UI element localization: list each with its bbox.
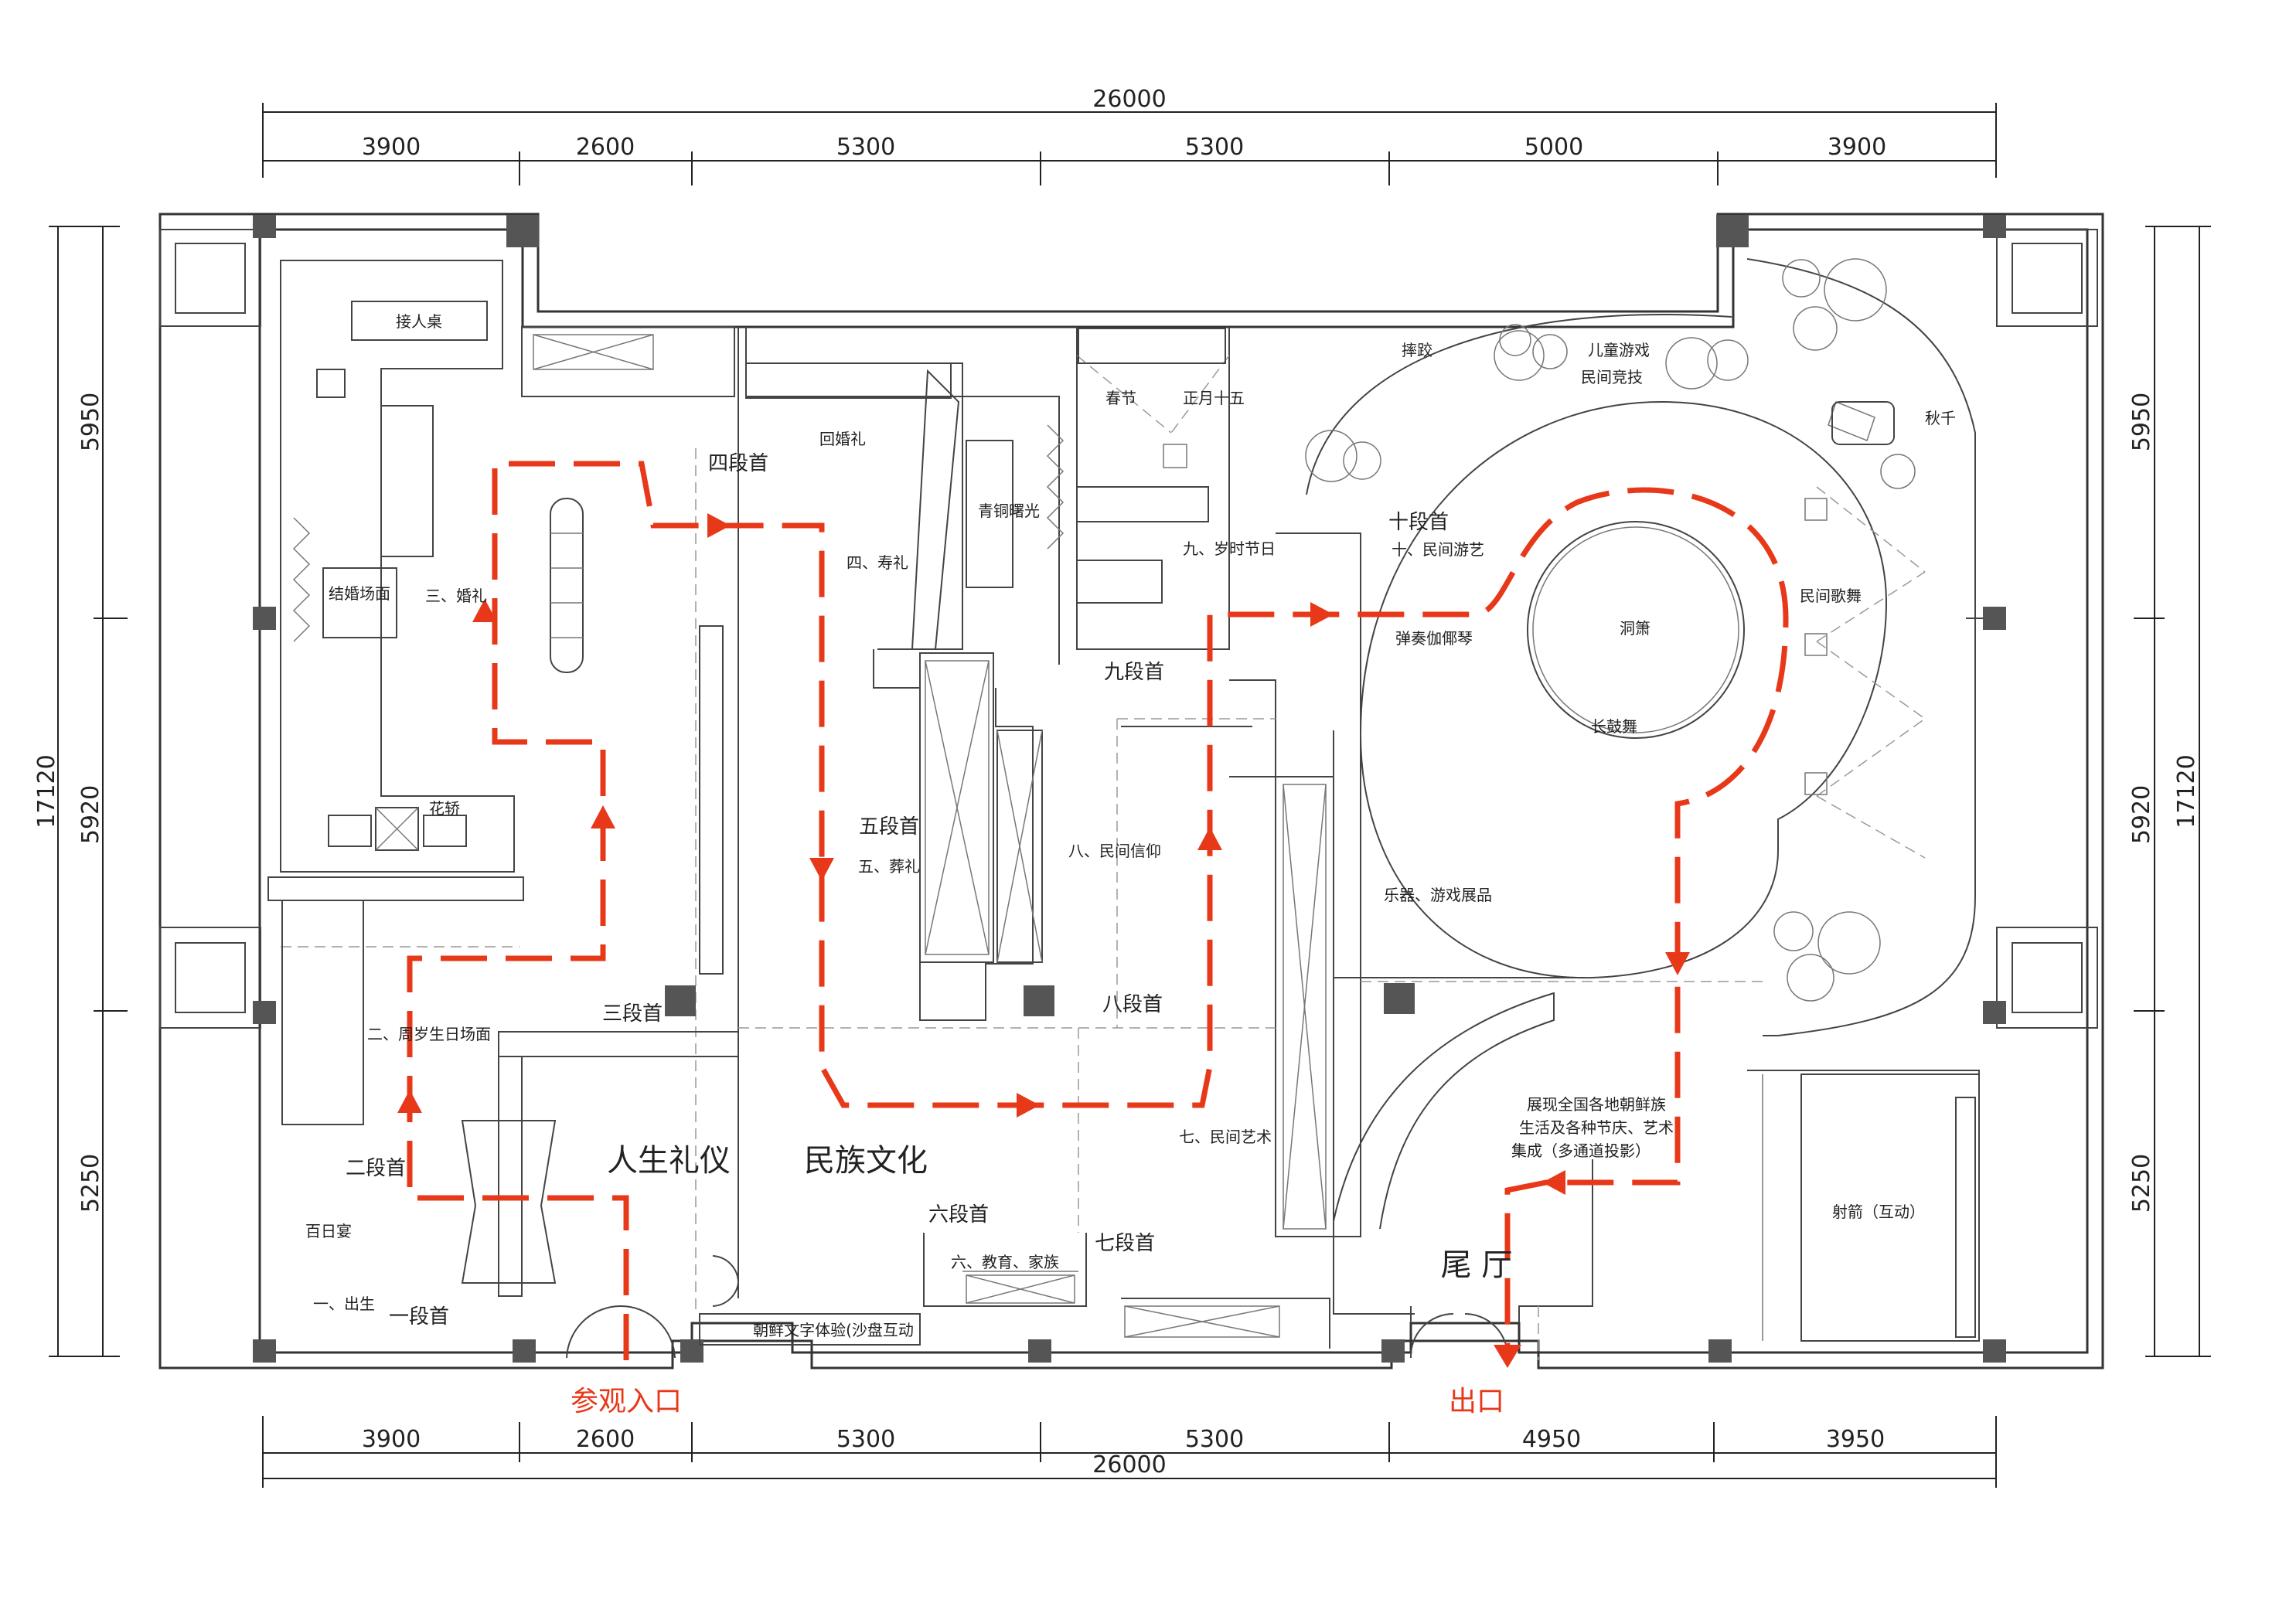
label-wedding: 三、婚礼 xyxy=(425,587,487,605)
section-7-label: 七段首 xyxy=(1095,1232,1155,1255)
section-3-label: 三段首 xyxy=(602,1002,663,1026)
dim-bottom-3: 5300 xyxy=(836,1426,895,1453)
section-2-label: 二段首 xyxy=(346,1157,406,1180)
label-swing: 秋千 xyxy=(1925,409,1956,427)
dim-top-1: 3900 xyxy=(362,134,421,161)
route-arrow-up-3 xyxy=(472,599,497,622)
label-birth: 一、出生 xyxy=(313,1295,375,1313)
visit-route xyxy=(397,461,1789,1368)
hall-life-label: 人生礼仪 xyxy=(607,1143,731,1179)
label-folk-art: 七、民间艺术 xyxy=(1179,1128,1272,1146)
dim-bottom-4: 5300 xyxy=(1185,1426,1244,1453)
label-folk-song: 民间歌舞 xyxy=(1800,587,1862,605)
route-arrow-right-3 xyxy=(1310,602,1334,627)
dimension-lines xyxy=(49,103,2211,1488)
route-arrow-up-2 xyxy=(591,805,615,829)
dim-bottom-total: 26000 xyxy=(1092,1451,1166,1478)
dim-left-1: 5950 xyxy=(77,393,104,451)
exhibit-labels: 一、出生 百日宴 二、周岁生日场面 三、婚礼 结婚场面 接人桌 花轿 回婚礼 四… xyxy=(305,312,1956,1339)
entrance-label: 参观入口 xyxy=(571,1386,682,1417)
label-education: 六、教育、家族 xyxy=(951,1253,1059,1271)
label-youth: 青铜曙光 xyxy=(978,502,1040,520)
interior-partitions xyxy=(280,258,1980,1360)
label-long-drum: 长鼓舞 xyxy=(1591,717,1637,736)
dim-right-total: 17120 xyxy=(2173,754,2200,828)
dim-right-1: 5950 xyxy=(2128,393,2155,451)
dim-left-3: 5250 xyxy=(77,1154,104,1213)
label-lantern: 正月十五 xyxy=(1183,389,1245,407)
label-wedding-scene: 结婚场面 xyxy=(329,584,390,603)
dim-top-2: 2600 xyxy=(576,134,635,161)
label-flower-sedan: 花轿 xyxy=(429,799,460,818)
dim-top-5: 5000 xyxy=(1524,134,1583,161)
dim-bottom-2: 2600 xyxy=(576,1426,635,1453)
dim-top-3: 5300 xyxy=(836,134,895,161)
label-hui-hun: 回婚礼 xyxy=(819,430,866,448)
dim-right-2: 5920 xyxy=(2128,785,2155,844)
trees xyxy=(1305,258,1916,1002)
label-projection-3: 集成（多通道投影） xyxy=(1511,1142,1650,1160)
label-writing: 朝鲜文字体验(沙盘互动 xyxy=(753,1321,914,1339)
section-labels: 一段首 二段首 三段首 四段首 五段首 六段首 七段首 八段首 九段首 十段首 xyxy=(346,452,1449,1329)
section-8-label: 八段首 xyxy=(1102,993,1163,1016)
section-5-label: 五段首 xyxy=(859,815,919,839)
label-children-games: 儿童游戏 xyxy=(1588,341,1650,359)
section-4-label: 四段首 xyxy=(708,452,768,475)
exit-label: 出口 xyxy=(1449,1386,1504,1417)
route-arrow-down-3 xyxy=(1494,1345,1521,1368)
label-longevity: 四、寿礼 xyxy=(847,553,908,572)
hall-folk-label: 民族文化 xyxy=(804,1143,928,1179)
furniture xyxy=(292,301,1895,851)
route-arrow-down-2 xyxy=(1665,952,1690,975)
hatched-elements xyxy=(267,328,1226,1297)
label-archery: 射箭（互动） xyxy=(1832,1203,1925,1221)
label-drum: 洞箫 xyxy=(1620,619,1650,638)
label-first-birthday: 二、周岁生日场面 xyxy=(367,1025,491,1043)
route-arrow-up-1 xyxy=(397,1090,422,1113)
label-reception: 接人桌 xyxy=(396,312,442,331)
section-6-label: 六段首 xyxy=(928,1203,989,1227)
label-folk-belief: 八、民间信仰 xyxy=(1068,842,1161,860)
dimension-texts: 26000 3900 2600 5300 5300 5000 3900 3900… xyxy=(33,86,2200,1478)
route-arrow-right-2 xyxy=(1017,1093,1040,1118)
outer-walls xyxy=(158,213,2104,1370)
label-hundred-days: 百日宴 xyxy=(305,1222,352,1240)
label-folk-games: 十、民间游艺 xyxy=(1392,540,1484,559)
label-festivals: 九、岁时节日 xyxy=(1183,539,1276,558)
dim-left-total: 17120 xyxy=(33,754,60,828)
section-10-label: 十段首 xyxy=(1388,511,1449,534)
dim-top-total: 26000 xyxy=(1092,86,1166,113)
label-projection-1: 展现全国各地朝鲜族 xyxy=(1527,1095,1666,1114)
label-projection-2: 生活及各种节庆、艺术 xyxy=(1519,1118,1674,1137)
label-funeral: 五、葬礼 xyxy=(858,857,920,876)
dim-bottom-1: 3900 xyxy=(362,1426,421,1453)
dim-bottom-6: 3950 xyxy=(1826,1426,1885,1453)
route-arrow-right-1 xyxy=(707,513,731,538)
label-folk-sports: 民间竞技 xyxy=(1581,368,1643,386)
section-9-label: 九段首 xyxy=(1104,661,1164,684)
dim-top-6: 3900 xyxy=(1828,134,1886,161)
label-spring-festival: 春节 xyxy=(1105,389,1136,407)
section-1-label: 一段首 xyxy=(389,1305,449,1329)
label-wrestling: 摔跤 xyxy=(1402,341,1432,359)
hall-tail-label: 尾 厅 xyxy=(1441,1247,1513,1283)
dim-right-3: 5250 xyxy=(2128,1154,2155,1213)
route-arrow-down-1 xyxy=(809,858,834,881)
dim-left-2: 5920 xyxy=(77,785,104,844)
route-arrow-left-1 xyxy=(1542,1170,1565,1195)
dim-top-4: 5300 xyxy=(1185,134,1244,161)
label-kayagum: 弹奏伽倻琴 xyxy=(1395,629,1473,648)
route-arrow-up-4 xyxy=(1197,827,1222,850)
hall-labels: 人生礼仪 民族文化 尾 厅 参观入口 出口 xyxy=(571,1143,1512,1417)
dim-bottom-5: 4950 xyxy=(1522,1426,1581,1453)
label-instruments: 乐器、游戏展品 xyxy=(1384,886,1492,904)
